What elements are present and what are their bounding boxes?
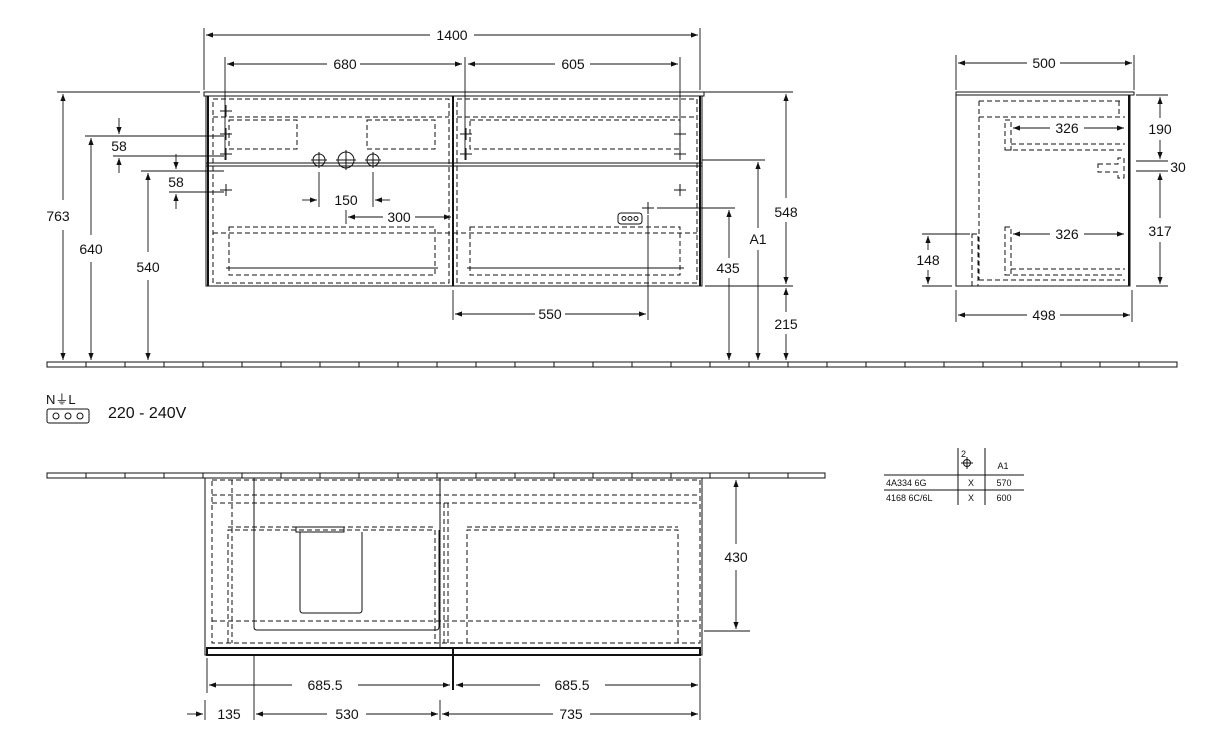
dim-overall-width: 1400 xyxy=(436,27,467,43)
floor-line-top xyxy=(46,361,1178,368)
table-row: 4168 6C/6L X 600 xyxy=(886,493,1012,503)
svg-text:4A334 6G: 4A334 6G xyxy=(886,478,927,488)
dim-gap-lower: 58 xyxy=(168,174,184,190)
front-view: 1400 680 605 763 640 540 58 xyxy=(46,27,798,360)
dim-317: 317 xyxy=(1148,223,1172,239)
voltage-label: 220 - 240V xyxy=(108,405,187,422)
dim-763: 763 xyxy=(46,208,70,224)
dim-a1: A1 xyxy=(749,231,766,247)
tap-hole-icon xyxy=(311,152,327,168)
table-header-a1: A1 xyxy=(997,461,1008,471)
tap-hole-icon xyxy=(336,150,356,170)
dim-offset-left: 135 xyxy=(217,706,241,722)
dim-basin-width: 530 xyxy=(335,706,359,722)
variant-table: 2 A1 4A334 6G X 570 4168 6C/6L X 600 xyxy=(884,448,1024,505)
dim-right-part: 735 xyxy=(559,706,583,722)
dim-right-half: 685.5 xyxy=(554,677,589,693)
dim-left-half: 685.5 xyxy=(307,677,342,693)
tap-hole-icon xyxy=(961,457,973,469)
svg-text:570: 570 xyxy=(996,478,1011,488)
dim-hole-spacing: 150 xyxy=(334,192,358,208)
dim-socket-offset: 550 xyxy=(538,306,562,322)
plan-view: 430 685.5 685.5 135 530 735 xyxy=(46,472,826,722)
dim-190: 190 xyxy=(1148,121,1172,137)
dim-435: 435 xyxy=(716,260,740,276)
dim-640: 640 xyxy=(79,241,103,257)
dim-right-span: 605 xyxy=(561,56,585,72)
dim-drawer-upper: 326 xyxy=(1055,120,1079,136)
tap-hole-icon xyxy=(365,152,381,168)
dim-side-top-width: 500 xyxy=(1032,55,1056,71)
dim-548: 548 xyxy=(774,204,798,220)
side-view: 500 326 326 190 30 317 148 498 xyxy=(916,55,1186,323)
dim-540: 540 xyxy=(136,259,160,275)
dim-215: 215 xyxy=(774,316,798,332)
dim-plan-depth: 430 xyxy=(724,549,748,565)
svg-text:X: X xyxy=(968,478,974,488)
dim-hole-offset: 300 xyxy=(387,209,411,225)
svg-text:600: 600 xyxy=(996,493,1011,503)
dim-drawer-lower: 326 xyxy=(1055,226,1079,242)
table-row: 4A334 6G X 570 xyxy=(886,478,1012,488)
dim-left-span: 680 xyxy=(333,56,357,72)
dim-148: 148 xyxy=(916,252,940,268)
electrical-spec: N⏚L 220 - 240V xyxy=(46,392,187,424)
socket-icon xyxy=(617,212,643,225)
table-header-holes: 2 xyxy=(961,449,966,459)
svg-text:X: X xyxy=(968,493,974,503)
socket-legend-icon xyxy=(46,408,90,424)
dim-gap-upper: 58 xyxy=(111,138,127,154)
earth-symbol-icon: N⏚L xyxy=(46,392,76,407)
svg-text:4168 6C/6L: 4168 6C/6L xyxy=(886,493,933,503)
dim-side-bottom-width: 498 xyxy=(1032,307,1056,323)
dim-30: 30 xyxy=(1170,159,1186,175)
